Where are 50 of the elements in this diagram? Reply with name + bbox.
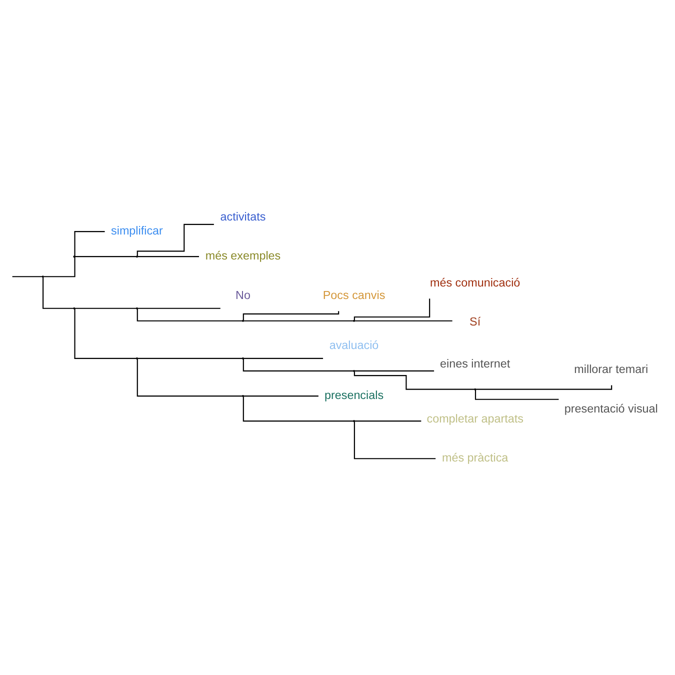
node-text: més pràctica (442, 451, 508, 464)
connector (244, 394, 318, 396)
node-text: Sí (470, 315, 481, 328)
node-point (136, 306, 138, 309)
node-text: completar apartats (426, 412, 524, 425)
node-text: eines internet (440, 356, 510, 370)
node-point (136, 255, 138, 258)
node-point (73, 306, 76, 309)
connector (74, 256, 136, 257)
connector (242, 358, 354, 372)
connector (136, 358, 242, 396)
node-point (242, 319, 244, 322)
connector (354, 298, 430, 320)
node-text: activitats (220, 210, 266, 223)
node-text: més comunicació (430, 276, 520, 289)
connector (74, 307, 136, 308)
connector (136, 223, 214, 256)
connector (354, 420, 422, 422)
node-text: millorar temari (574, 362, 648, 376)
node-text: Pocs canvis (322, 288, 386, 302)
connector (12, 276, 42, 277)
connector (242, 310, 340, 320)
node-point (353, 319, 356, 322)
node-text: avaluació (329, 338, 379, 352)
connector (136, 308, 242, 321)
node-point (353, 420, 356, 422)
connector (138, 307, 220, 308)
node-text: més exemples (205, 249, 281, 262)
node-point (136, 356, 138, 359)
node-text: No (236, 288, 250, 302)
connector (244, 357, 324, 358)
connector (354, 421, 436, 459)
node-point (474, 388, 476, 390)
node-point (73, 255, 76, 258)
node-text: presencials (324, 388, 384, 402)
connector (354, 371, 474, 390)
connector (354, 320, 452, 321)
connector (42, 276, 74, 308)
connector (138, 256, 199, 257)
node-point (353, 369, 356, 372)
connector (244, 320, 354, 321)
node-point (42, 275, 44, 278)
connector (242, 396, 354, 422)
connector (474, 390, 559, 400)
node-text: presentació visual (564, 402, 658, 415)
node-point (242, 394, 244, 397)
connector (138, 357, 242, 358)
node-text: simplificar (111, 224, 163, 238)
node-point (242, 356, 244, 359)
connector (354, 370, 434, 372)
